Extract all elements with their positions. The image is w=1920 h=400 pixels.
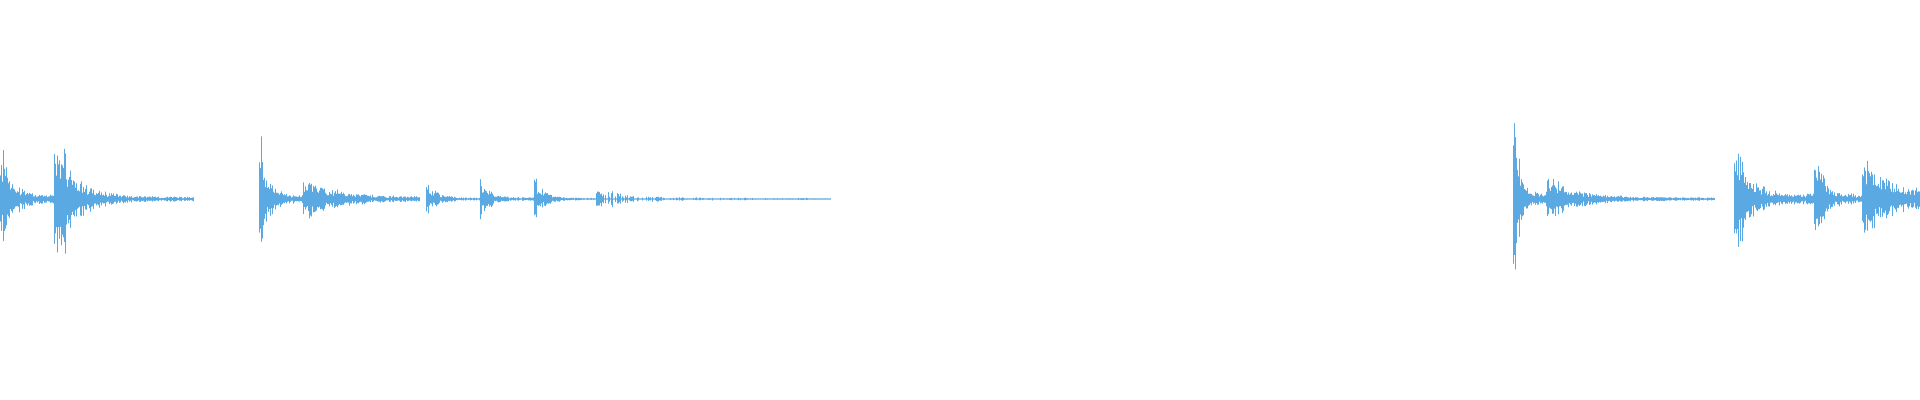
waveform-segment <box>426 185 480 214</box>
waveform-region <box>0 150 54 242</box>
waveform-region <box>1546 178 1715 216</box>
waveform-region <box>1862 160 1920 233</box>
waveform-segment <box>480 179 534 220</box>
waveform-segment <box>1734 153 1814 247</box>
waveform-region <box>1734 153 1814 247</box>
waveform-region <box>426 185 480 214</box>
waveform-region <box>54 148 194 254</box>
waveform-segment <box>303 182 420 219</box>
waveform-segment <box>1513 123 1546 270</box>
waveform-segment <box>1862 160 1920 233</box>
waveform-segment <box>1814 166 1862 230</box>
waveform-segment <box>534 178 595 218</box>
waveform-region <box>303 182 420 219</box>
waveform-segment <box>595 191 831 208</box>
waveform-segment <box>54 148 194 254</box>
waveform-segment <box>1546 178 1715 216</box>
waveform-region <box>595 191 831 208</box>
waveform-region <box>1513 123 1546 270</box>
waveform-region <box>1814 166 1862 230</box>
waveform-region <box>480 179 534 220</box>
waveform-segment <box>259 136 303 242</box>
waveform-region <box>534 178 595 218</box>
waveform-segment <box>0 150 54 242</box>
waveform-region <box>259 136 303 242</box>
